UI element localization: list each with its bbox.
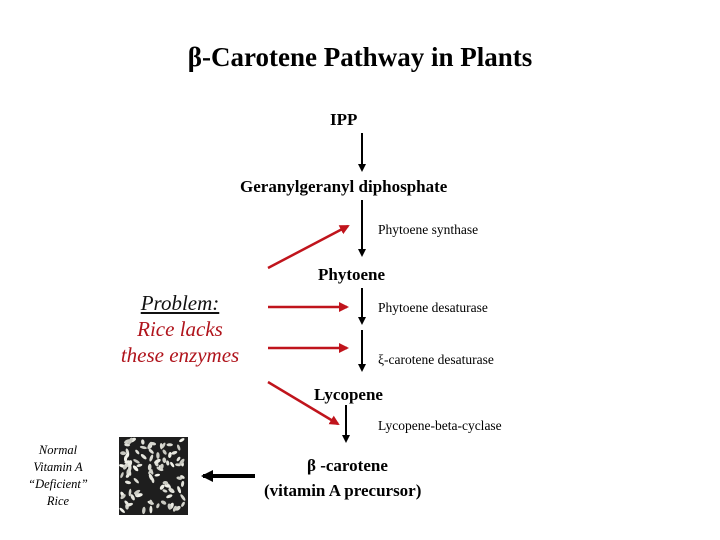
problem-line-2: these enzymes [120,343,240,367]
normal-rice-label: Normal Vitamin A “Deficient” Rice [10,442,106,510]
enzyme-lycopene-beta-cyclase: Lycopene-beta-cyclase [378,418,502,433]
title-beta-symbol: β [187,42,202,72]
title-text: -Carotene Pathway in Plants [201,42,533,72]
enzyme-phytoene-desaturase: Phytoene desaturase [378,300,488,315]
rice-grains-image [119,437,188,515]
red-arrow-icon [267,224,350,270]
node-beta-carotene: β -carotene [307,456,388,476]
normal-rice-line-4: Rice [46,494,70,508]
enzyme-zeta-carotene-desaturase: ξ-carotene desaturase [378,352,494,367]
normal-rice-line-3: “Deficient” [28,477,88,491]
normal-rice-line-2: Vitamin A [33,460,83,474]
red-arrow-icon [267,380,340,426]
node-precursor-note: (vitamin A precursor) [264,481,422,500]
enzyme-phytoene-synthase: Phytoene synthase [378,222,479,237]
problem-heading: Problem: [140,291,220,315]
beta-carotene-text: -carotene [315,456,388,475]
problem-line-1: Rice lacks [137,317,223,341]
node-ipp: IPP [330,110,358,129]
beta-carotene-symbol: β [307,456,316,475]
node-lycopene: Lycopene [314,385,383,404]
problem-note: Problem: Rice lacks these enzymes [100,290,260,368]
page-title: β-Carotene Pathway in Plants [0,42,720,73]
normal-rice-line-1: Normal [38,443,78,457]
node-phytoene: Phytoene [318,265,386,284]
node-ggpp: Geranylgeranyl diphosphate [240,177,448,196]
